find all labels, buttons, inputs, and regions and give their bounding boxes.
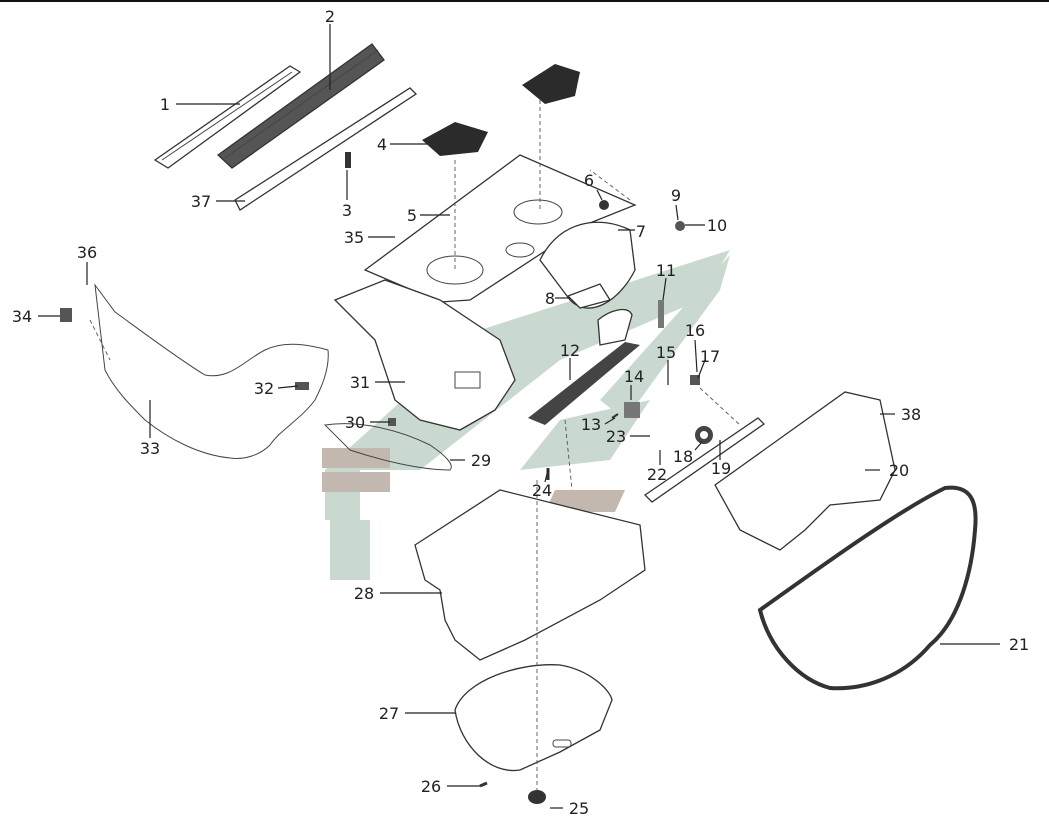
- part-3-fastener: [345, 152, 351, 168]
- part-9-bolt: [675, 221, 685, 231]
- callout-11: 11: [656, 261, 676, 280]
- callout-22: 22: [647, 465, 667, 484]
- callout-1: 1: [160, 95, 170, 114]
- callout-leaders: [38, 24, 1000, 809]
- callout-16: 16: [685, 321, 705, 340]
- callout-21: 21: [1009, 635, 1029, 654]
- callout-10: 10: [707, 216, 727, 235]
- part-13-pin: [611, 413, 619, 419]
- callout-20: 20: [889, 461, 909, 480]
- callout-6: 6: [584, 171, 594, 190]
- callout-12: 12: [560, 341, 580, 360]
- callout-4: 4: [377, 135, 387, 154]
- part-1-trim-strip: [153, 65, 302, 169]
- assembly-guide-lines: [89, 100, 741, 790]
- top-border: [0, 0, 1049, 2]
- part-8-bracket: [566, 283, 633, 346]
- part-31-left-trim: [333, 279, 516, 431]
- callout-14: 14: [624, 367, 644, 386]
- callout-23: 23: [606, 427, 626, 446]
- callout-13: 13: [581, 415, 601, 434]
- callout-33: 33: [140, 439, 160, 458]
- part-17-clip: [690, 375, 700, 385]
- callout-29: 29: [471, 451, 491, 470]
- callout-8: 8: [545, 289, 555, 308]
- part-28-floor-mat: [414, 489, 646, 661]
- callout-38: 38: [901, 405, 921, 424]
- callout-31: 31: [350, 373, 370, 392]
- part-2-ribbed-panel: [216, 43, 385, 169]
- callout-15: 15: [656, 343, 676, 362]
- callout-7: 7: [636, 222, 646, 241]
- part-25-grommet: [528, 790, 546, 804]
- callout-5: 5: [407, 206, 417, 225]
- callout-17: 17: [700, 347, 720, 366]
- callout-34: 34: [12, 307, 32, 326]
- callout-36: 36: [77, 243, 97, 262]
- part-33-side-liner: [94, 283, 329, 459]
- callout-26: 26: [421, 777, 441, 796]
- part-32-clip: [295, 382, 309, 390]
- callout-37: 37: [191, 192, 211, 211]
- callout-24: 24: [532, 481, 552, 500]
- part-27-spare-cover: [454, 664, 613, 772]
- callout-30: 30: [345, 413, 365, 432]
- part-37-rod: [234, 87, 418, 211]
- callout-2: 2: [325, 7, 335, 26]
- part-4-pad: [422, 64, 580, 156]
- part-20-lid-liner: [714, 391, 896, 551]
- callout-18: 18: [673, 447, 693, 466]
- part-12-sill-strip: [528, 342, 640, 425]
- callout-19: 19: [711, 459, 731, 478]
- callout-35: 35: [344, 228, 364, 247]
- part-18-grommet: [695, 426, 713, 444]
- part-7-side-trim: [539, 221, 636, 309]
- callout-28: 28: [354, 584, 374, 603]
- callout-9: 9: [671, 186, 681, 205]
- part-6-nut: [599, 200, 609, 210]
- callout-27: 27: [379, 704, 399, 723]
- part-26-screw: [479, 781, 488, 788]
- part-11-pin: [658, 300, 664, 328]
- callout-32: 32: [254, 379, 274, 398]
- part-21-seal: [757, 485, 978, 691]
- callout-labels: 1 2 3 4 5 6 7 8 9 10 11 12 13 14 15 16 1…: [12, 7, 1029, 818]
- part-30-screw: [388, 418, 396, 426]
- callout-25: 25: [569, 799, 589, 818]
- part-34-clip: [60, 308, 72, 322]
- part-29-panel: [323, 423, 452, 471]
- callout-3: 3: [342, 201, 352, 220]
- part-14-latch: [624, 402, 640, 418]
